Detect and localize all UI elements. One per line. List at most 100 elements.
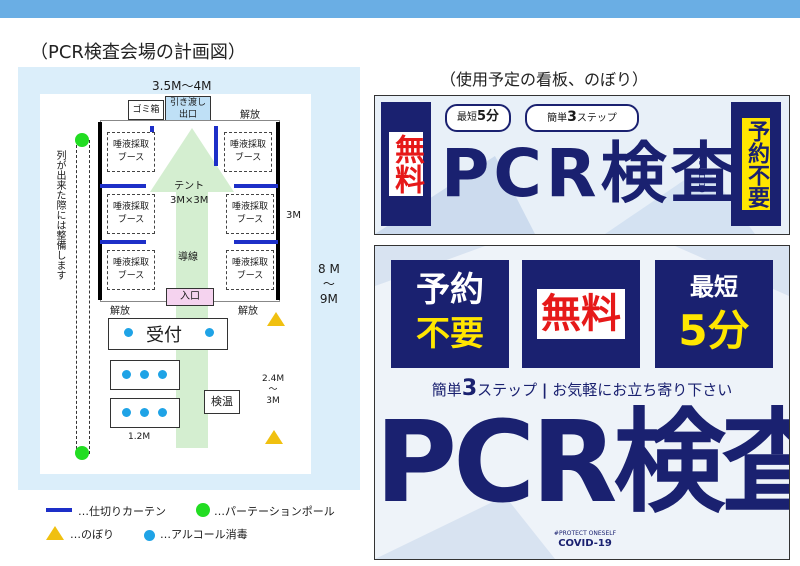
b2-saitan-a: 最短 bbox=[690, 273, 738, 301]
b2-tagline-sep: | bbox=[541, 381, 548, 399]
tent-label-l1: テント bbox=[174, 181, 205, 192]
b2-tagline-e: お気軽にお立ち寄り下さい bbox=[552, 381, 733, 399]
alcohol-dot-8 bbox=[158, 408, 167, 417]
gap-l2: 〜 bbox=[268, 385, 278, 395]
booth-3-l2: ブース bbox=[117, 215, 145, 225]
legend-alcohol: …アルコール消毒 bbox=[160, 528, 248, 541]
booth-3: 唾液採取ブース bbox=[107, 194, 155, 234]
length-l2: 〜 bbox=[322, 277, 335, 291]
banners-title: （使用予定の看板、のぼり） bbox=[440, 70, 649, 89]
temperature-label: 検温 bbox=[211, 395, 233, 408]
booth-4: 唾液採取ブース bbox=[226, 194, 274, 234]
kaiho-bl-label: 解放 bbox=[110, 306, 130, 317]
gap-label: 2.4M 〜 3M bbox=[262, 374, 284, 407]
alcohol-dot-3 bbox=[122, 370, 131, 379]
tent-wall-right bbox=[276, 122, 280, 300]
curtain-3 bbox=[100, 184, 146, 188]
three-m-label: 3M bbox=[286, 210, 301, 221]
alcohol-dot-6 bbox=[122, 408, 131, 417]
legend-curtain: …仕切りカーテン bbox=[78, 505, 166, 518]
kaiho-br-label: 解放 bbox=[238, 306, 258, 317]
booth-2-l2: ブース bbox=[234, 153, 262, 163]
b1-saitan-a: 最短 bbox=[456, 112, 477, 123]
tent-wall-left bbox=[98, 122, 102, 300]
legend-pole: …パーテーションポール bbox=[214, 505, 335, 518]
booth-6-l1: 唾液採取 bbox=[231, 258, 268, 268]
booth-2: 唾液採取ブース bbox=[224, 132, 272, 172]
partition-pole-top bbox=[75, 133, 89, 147]
booth-5-l1: 唾液採取 bbox=[112, 258, 149, 268]
booth-5: 唾液採取ブース bbox=[107, 250, 155, 290]
temperature-check-box: 検温 bbox=[204, 390, 240, 414]
exit-line1: 引き渡し bbox=[169, 98, 206, 108]
b1-kantan-b: 3 bbox=[567, 109, 577, 125]
flow-label: 導線 bbox=[178, 252, 198, 263]
b2-tagline-c: ステップ bbox=[477, 381, 538, 399]
tent-label-l2: 3M×3M bbox=[170, 195, 209, 206]
queue-lane bbox=[76, 140, 90, 454]
length-label: 8 M 〜 9M bbox=[318, 262, 340, 307]
b1-saitan-badge: 最短5分 bbox=[445, 104, 511, 132]
banner-nobori: 無料 最短5分 簡単3ステップ PCR検査 COVID-19 予約不要 bbox=[374, 95, 790, 235]
queue-note: 列が出来た際には整備します bbox=[54, 150, 65, 280]
length-l3: 9M bbox=[319, 292, 338, 306]
b2-tagline-a: 簡単 bbox=[431, 381, 462, 399]
b2-tagline-b: 3 bbox=[461, 376, 478, 401]
b1-kantan-badge: 簡単3ステップ bbox=[525, 104, 639, 132]
booth-1-l2: ブース bbox=[117, 153, 145, 163]
nobori-marker-1 bbox=[267, 312, 285, 326]
banner-sign: 予約 不要 無料 最短 5分 簡単3ステップ | お気軽にお立ち寄り下さい PC… bbox=[374, 245, 790, 560]
b2-saitan-b: 5分 bbox=[678, 306, 750, 355]
b2-saitan-panel: 最短 5分 bbox=[655, 260, 773, 368]
alcohol-dot-1 bbox=[124, 328, 133, 337]
b2-reservation-a: 予約 bbox=[416, 270, 484, 310]
b1-free-panel: 無料 bbox=[381, 102, 431, 226]
top-bar bbox=[0, 0, 800, 18]
b2-free-panel: 無料 bbox=[522, 260, 640, 368]
booth-2-l1: 唾液採取 bbox=[229, 140, 266, 150]
curtain-5 bbox=[100, 240, 146, 244]
legend-nobori-swatch bbox=[46, 526, 64, 540]
exit-line2: 出口 bbox=[178, 110, 197, 120]
plan-title: （PCR検査会場の計画図） bbox=[30, 42, 246, 63]
partition-pole-bottom bbox=[75, 446, 89, 460]
b2-tagline: 簡単3ステップ | お気軽にお立ち寄り下さい bbox=[375, 376, 789, 401]
legend-pole-swatch bbox=[196, 503, 210, 517]
curtain-2 bbox=[214, 126, 218, 166]
b2-covid-text: COVID-19 bbox=[558, 538, 612, 549]
b1-saitan-b: 5分 bbox=[476, 109, 500, 124]
b1-kantan-a: 簡単 bbox=[547, 113, 568, 124]
booth-1-l1: 唾液採取 bbox=[112, 140, 149, 150]
trash-box: ゴミ箱 bbox=[128, 100, 164, 120]
alcohol-dot-5 bbox=[158, 370, 167, 379]
entrance-label: 入口 bbox=[180, 291, 200, 302]
nobori-marker-2 bbox=[265, 430, 283, 444]
curtain-4 bbox=[234, 184, 278, 188]
b2-free-text: 無料 bbox=[537, 289, 625, 339]
length-l1: 8 M bbox=[318, 262, 340, 276]
curtain-6 bbox=[234, 240, 278, 244]
b2-protect-text: #PROTECT ONESELF bbox=[553, 530, 617, 537]
width-label: 3.5M〜4M bbox=[152, 79, 212, 93]
alcohol-dot-2 bbox=[205, 328, 214, 337]
entrance-box: 入口 bbox=[166, 288, 214, 306]
b2-pcr-text: PCR検査 bbox=[375, 398, 790, 528]
legend-curtain-swatch bbox=[46, 508, 72, 512]
b1-reservation-text: 予約不要 bbox=[742, 118, 770, 210]
table-width-label: 1.2M bbox=[128, 432, 151, 442]
booth-5-l2: ブース bbox=[117, 271, 145, 281]
legend-nobori: …のぼり bbox=[70, 528, 114, 541]
gap-l1: 2.4M bbox=[262, 374, 285, 384]
b1-free-text: 無料 bbox=[389, 132, 424, 196]
b2-reservation-b: 不要 bbox=[416, 314, 484, 354]
booth-4-l1: 唾液採取 bbox=[231, 202, 268, 212]
b1-reservation-panel: 予約不要 bbox=[731, 102, 781, 226]
alcohol-dot-4 bbox=[140, 370, 149, 379]
alcohol-dot-7 bbox=[140, 408, 149, 417]
reception-label: 受付 bbox=[146, 325, 182, 346]
b1-kantan-c: ステップ bbox=[576, 113, 617, 124]
tent-label: テント 3M×3M bbox=[170, 180, 208, 208]
booth-4-l2: ブース bbox=[236, 215, 264, 225]
b2-reservation-panel: 予約 不要 bbox=[391, 260, 509, 368]
legend-alcohol-swatch bbox=[144, 530, 155, 541]
